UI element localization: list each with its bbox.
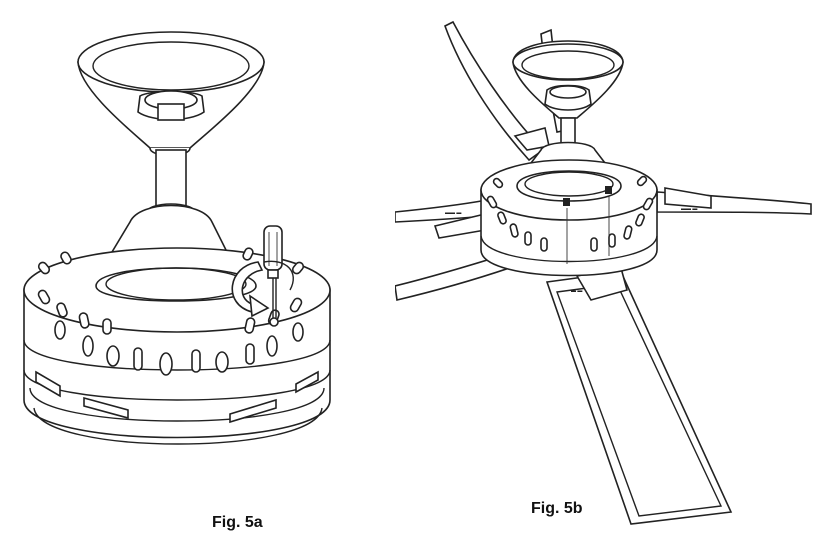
- fan-housing-drawing: [23, 31, 331, 445]
- ventilation-slots-upper: [37, 247, 305, 335]
- screwdriver-icon: [263, 225, 283, 327]
- motor-housing: [23, 204, 331, 445]
- figure-5a: Fig. 5a: [0, 0, 400, 548]
- rotation-arrow-icon: [231, 260, 294, 318]
- svg-text:▬ ▬: ▬ ▬: [571, 288, 582, 294]
- motor-housing: [480, 141, 658, 277]
- canopy: [512, 40, 624, 149]
- fan-blade-assembly-drawing: ▬▬ ▬ ▬▬ ▬ ▬ ▬: [395, 20, 812, 525]
- figure-caption: Fig. 5a: [212, 514, 263, 531]
- canopy: [77, 31, 265, 157]
- ventilation-holes-lower: [54, 320, 304, 376]
- svg-text:▬▬ ▬: ▬▬ ▬: [681, 206, 697, 212]
- figure-caption: Fig. 5b: [531, 500, 583, 517]
- ventilation-slots: [486, 175, 654, 252]
- figure-5b: ▬▬ ▬ ▬▬ ▬ ▬ ▬: [395, 0, 827, 548]
- fan-blades: ▬▬ ▬ ▬▬ ▬ ▬ ▬: [395, 20, 812, 525]
- svg-text:▬▬ ▬: ▬▬ ▬: [445, 210, 461, 216]
